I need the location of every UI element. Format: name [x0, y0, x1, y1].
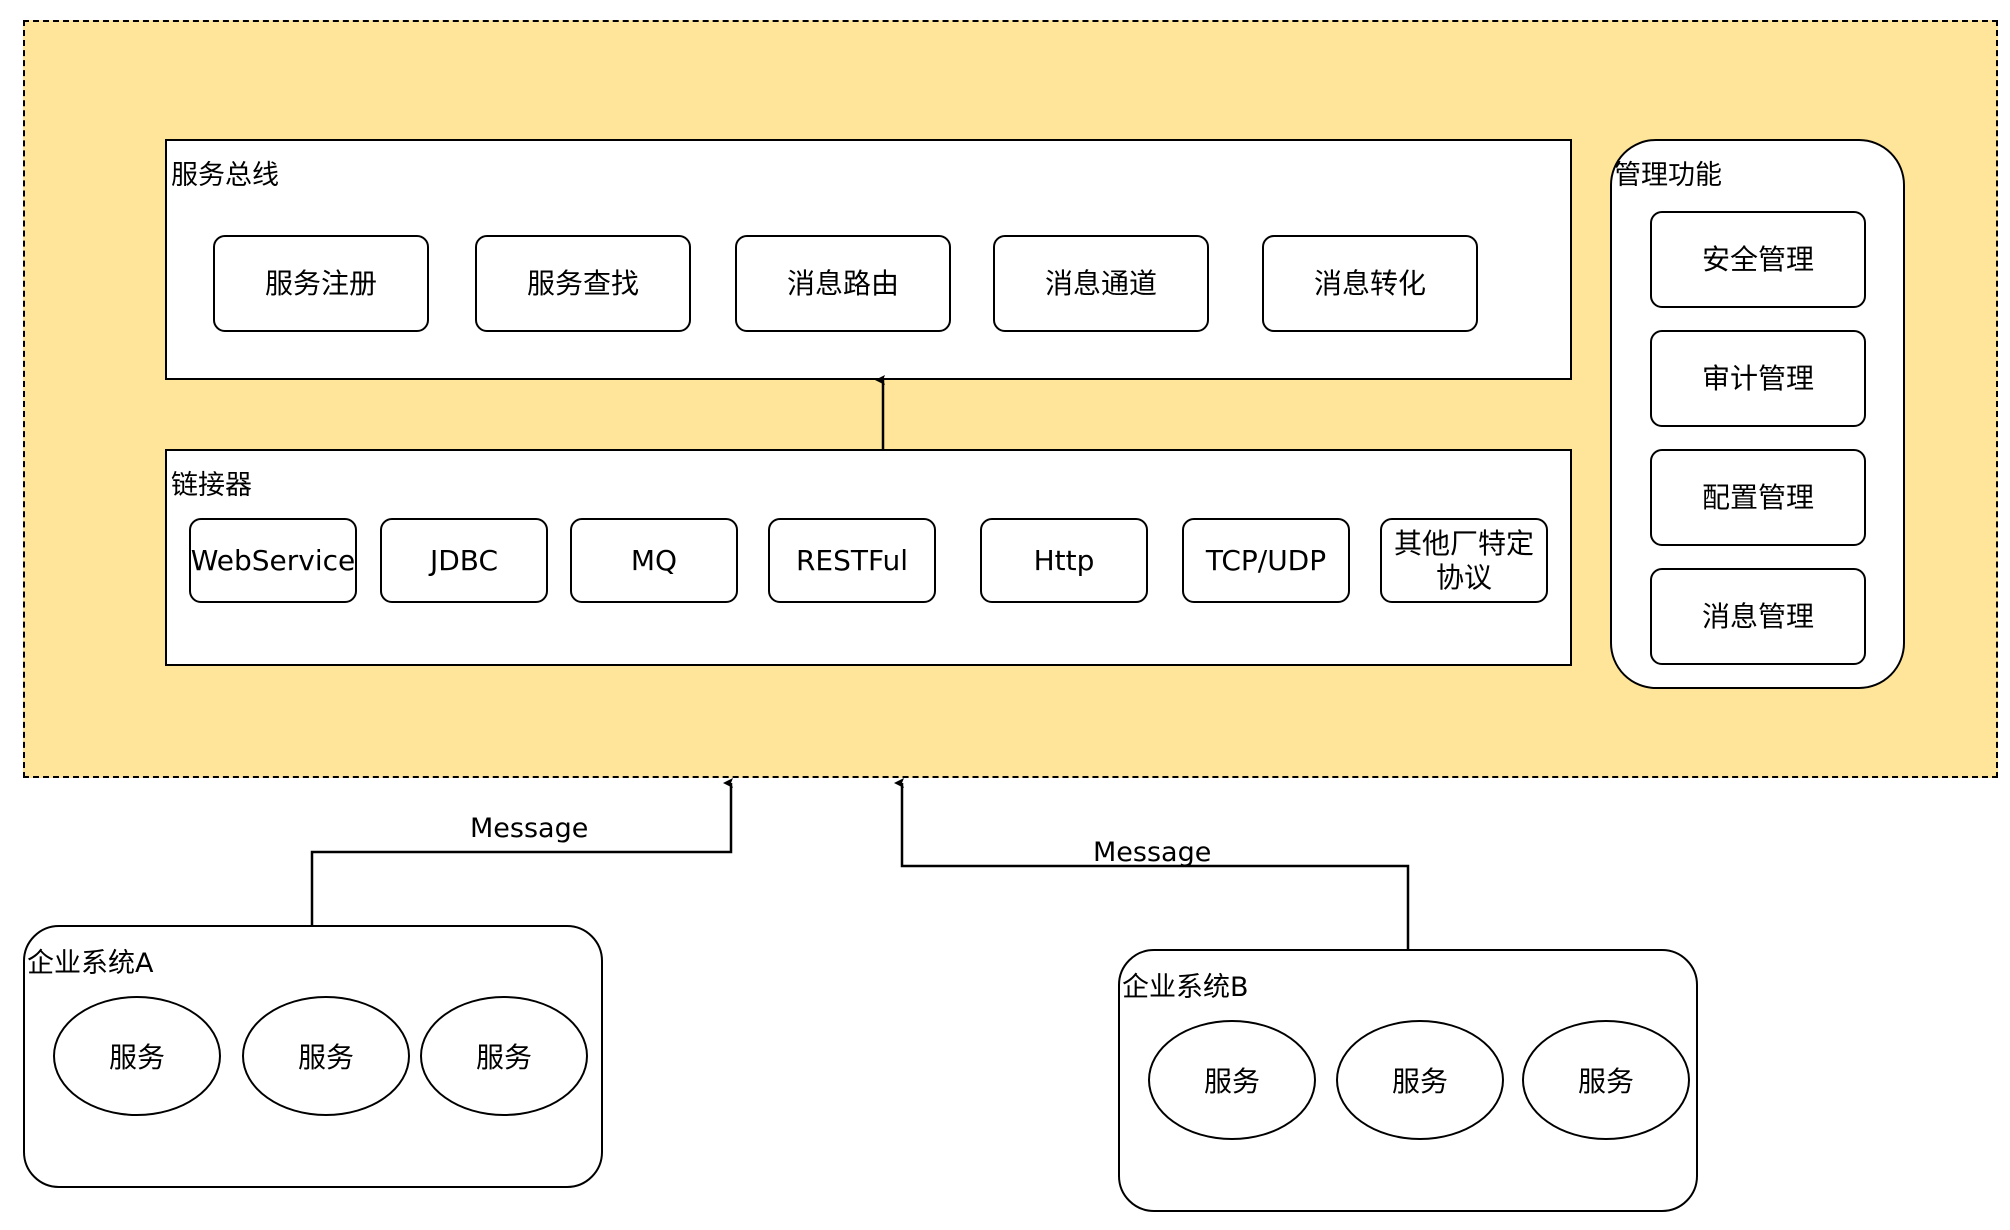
- connector-title: 链接器: [171, 470, 252, 501]
- management-message[interactable]: 消息管理: [1650, 568, 1866, 665]
- system-b-service-3[interactable]: 服务: [1522, 1020, 1690, 1140]
- connector-mq[interactable]: MQ: [570, 518, 738, 603]
- enterprise-system-a-title: 企业系统A: [27, 948, 154, 979]
- bus-item-message-routing[interactable]: 消息路由: [735, 235, 951, 332]
- management-audit[interactable]: 审计管理: [1650, 330, 1866, 427]
- bus-item-message-transform[interactable]: 消息转化: [1262, 235, 1478, 332]
- system-b-service-2[interactable]: 服务: [1336, 1020, 1504, 1140]
- connector-restful[interactable]: RESTFul: [768, 518, 936, 603]
- edge-label-a: Message: [470, 813, 589, 844]
- enterprise-system-b-title: 企业系统B: [1122, 972, 1249, 1003]
- connector-jdbc[interactable]: JDBC: [380, 518, 548, 603]
- bus-item-service-lookup[interactable]: 服务查找: [475, 235, 691, 332]
- management-config[interactable]: 配置管理: [1650, 449, 1866, 546]
- service-bus-title: 服务总线: [171, 160, 279, 191]
- system-a-service-2[interactable]: 服务: [242, 996, 410, 1116]
- system-a-service-1[interactable]: 服务: [53, 996, 221, 1116]
- management-security[interactable]: 安全管理: [1650, 211, 1866, 308]
- connector-tcp-udp[interactable]: TCP/UDP: [1182, 518, 1350, 603]
- edge-system-a-to-esb: [310, 778, 733, 925]
- bus-item-service-register[interactable]: 服务注册: [213, 235, 429, 332]
- bus-item-message-channel[interactable]: 消息通道: [993, 235, 1209, 332]
- system-b-service-1[interactable]: 服务: [1148, 1020, 1316, 1140]
- connector-http[interactable]: Http: [980, 518, 1148, 603]
- connector-vendor-protocol[interactable]: 其他厂特定协议: [1380, 518, 1548, 603]
- edge-label-b: Message: [1093, 837, 1212, 868]
- connector-webservice[interactable]: WebService: [189, 518, 357, 603]
- management-title: 管理功能: [1614, 160, 1722, 191]
- system-a-service-3[interactable]: 服务: [420, 996, 588, 1116]
